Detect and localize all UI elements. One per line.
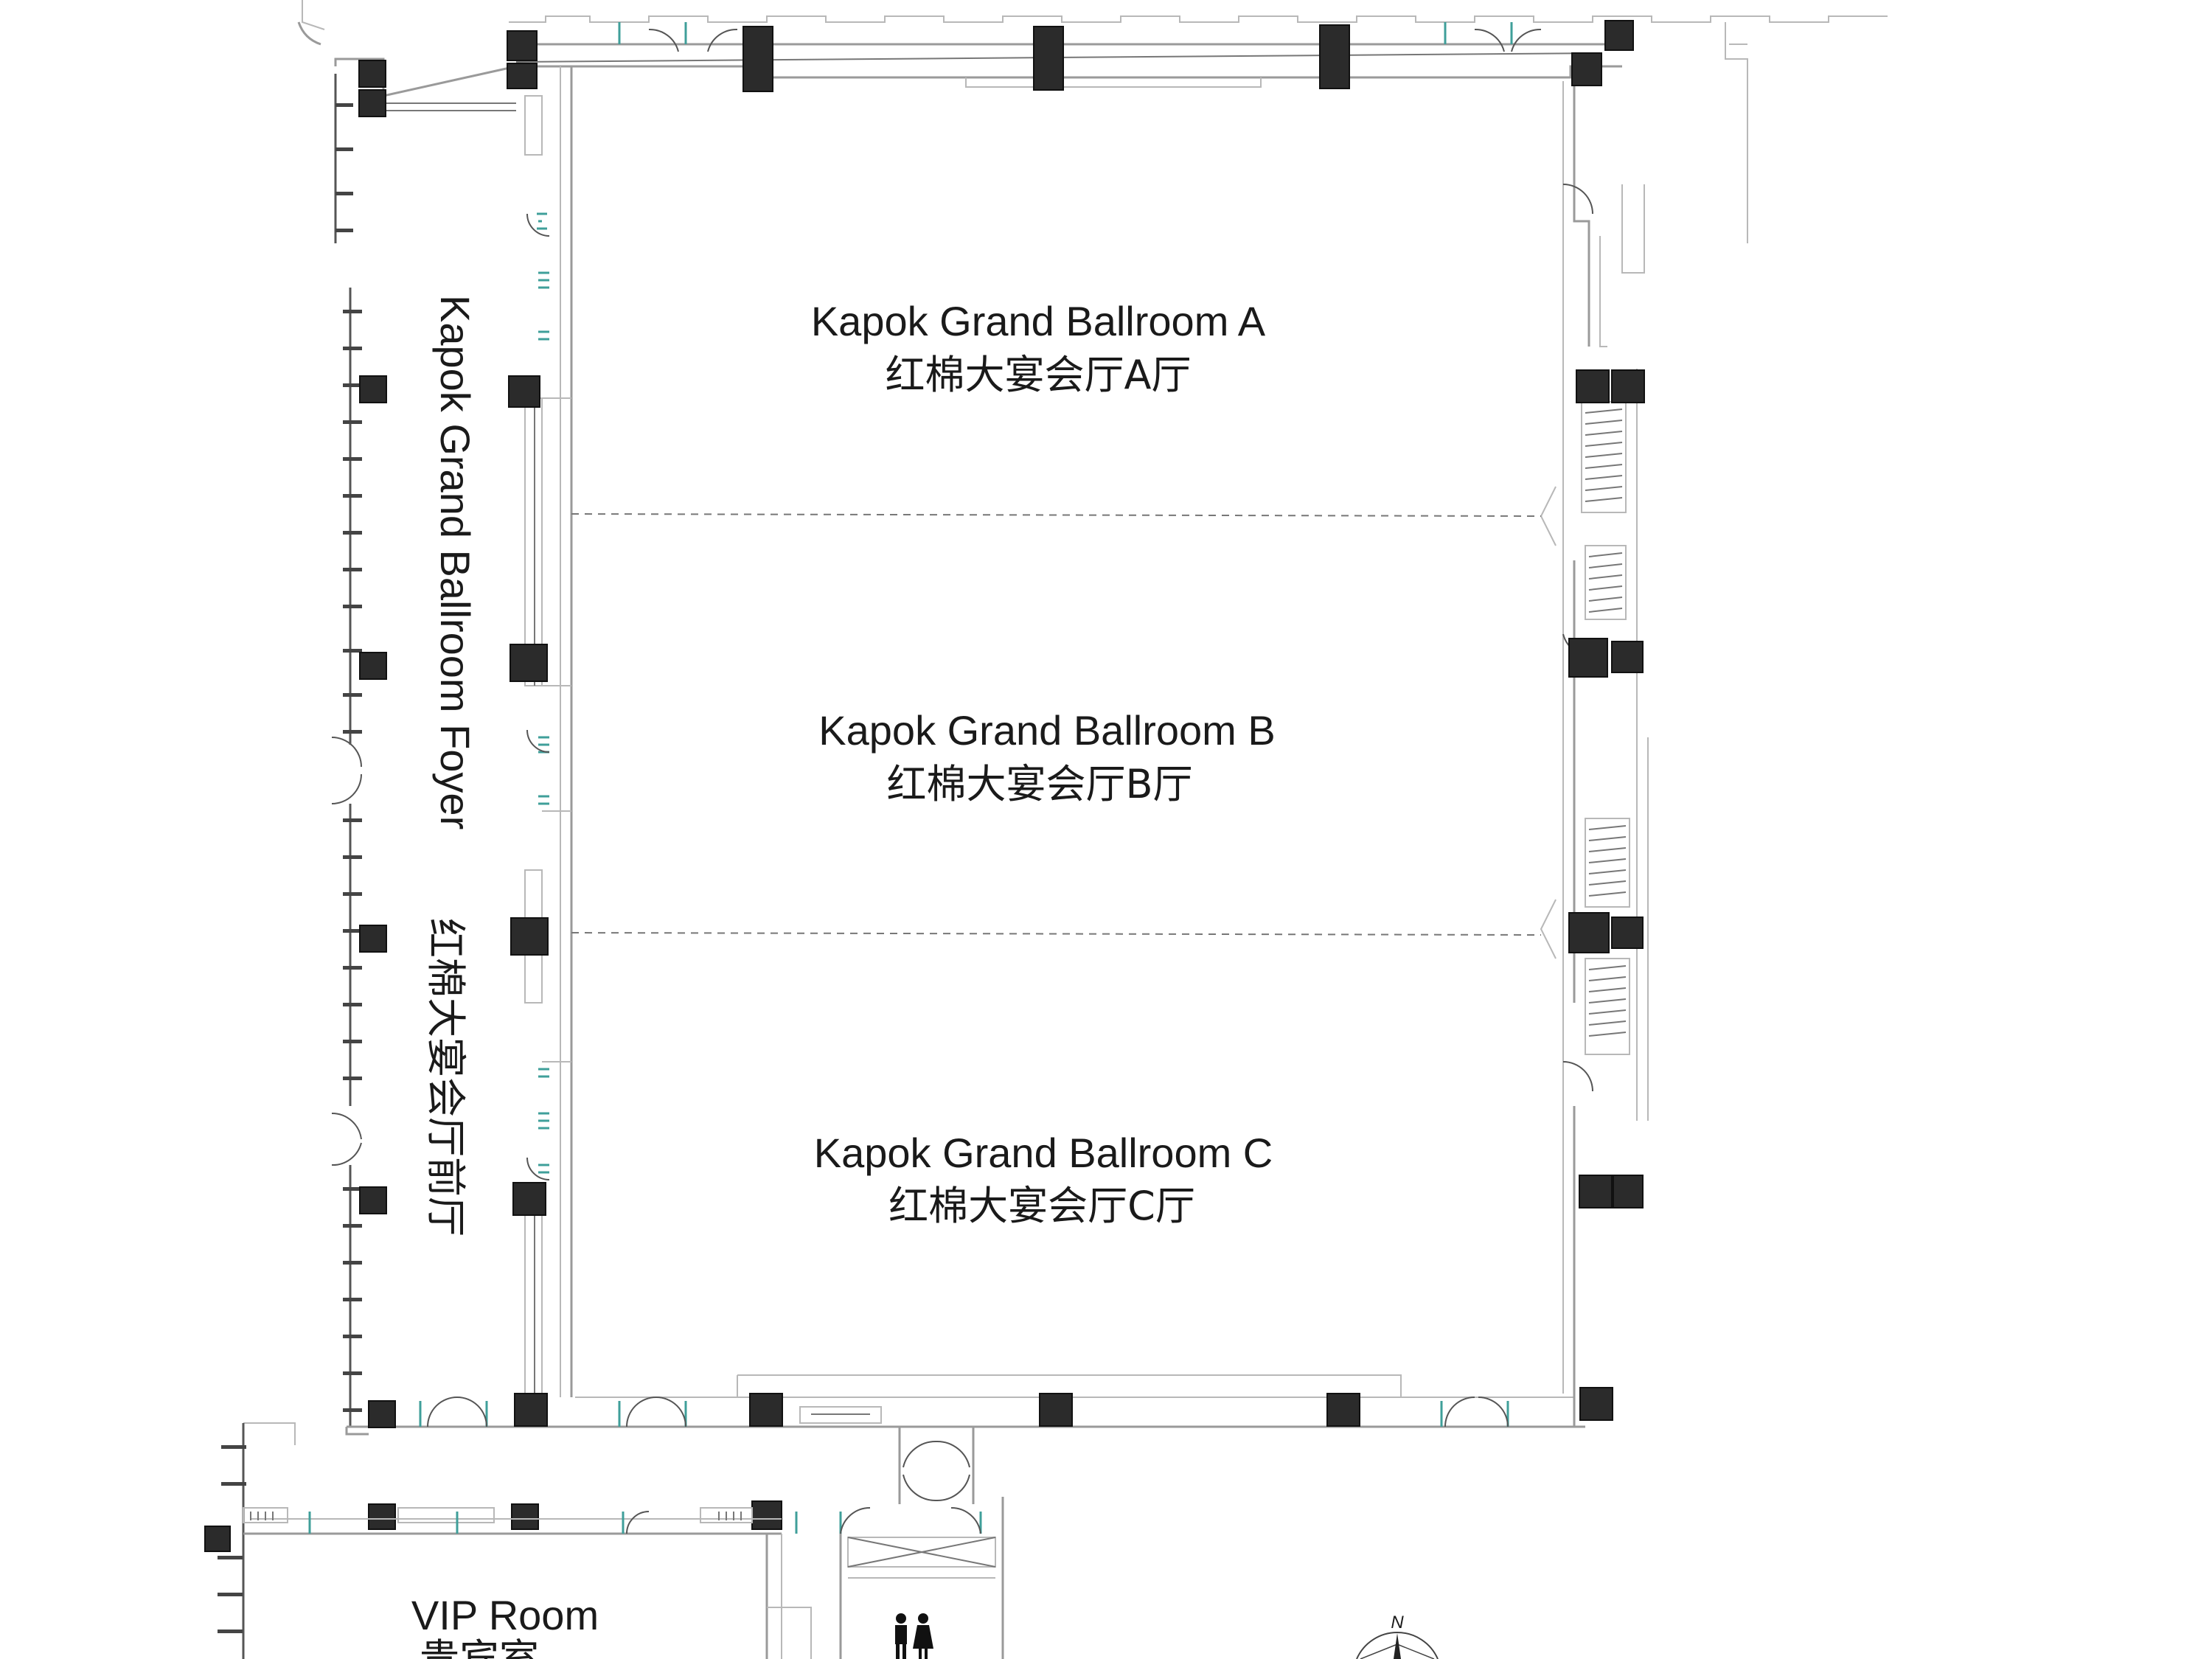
vip-room-name-zh: 贵宾室 <box>420 1635 539 1659</box>
partition-lines <box>571 513 1542 936</box>
compass-icon: N <box>1356 1613 1439 1659</box>
foyer-name-zh: 红棉大宴会厅前厅 <box>422 918 469 1237</box>
vip-annex <box>218 1422 1004 1659</box>
ballroom-c-name: Kapok Grand Ballroom C <box>814 1130 1273 1176</box>
ballroom-a-name-zh: 红棉大宴会厅A厅 <box>886 352 1192 398</box>
top-facade <box>297 0 1888 243</box>
foyer-name: Kapok Grand Ballroom Foyer <box>432 295 479 830</box>
ballroom-a-name: Kapok Grand Ballroom A <box>811 298 1266 344</box>
ballroom-walls <box>347 66 1649 1428</box>
vip-room-name: VIP Room <box>411 1592 599 1638</box>
east-stairs-lower <box>1540 818 1630 1055</box>
restroom-icon <box>895 1613 933 1659</box>
ballroom-b-name-zh: 红棉大宴会厅B厅 <box>886 761 1192 807</box>
ballroom-c-name-zh: 红棉大宴会厅C厅 <box>888 1183 1195 1229</box>
foyer-outer-wall <box>331 58 517 1436</box>
compass-north-label: N <box>1391 1613 1404 1632</box>
east-stairs-upper <box>1540 401 1627 620</box>
structural-columns <box>204 20 1645 1552</box>
ballroom-b-name: Kapok Grand Ballroom B <box>818 707 1275 754</box>
ballroom-doors <box>419 184 1593 1427</box>
